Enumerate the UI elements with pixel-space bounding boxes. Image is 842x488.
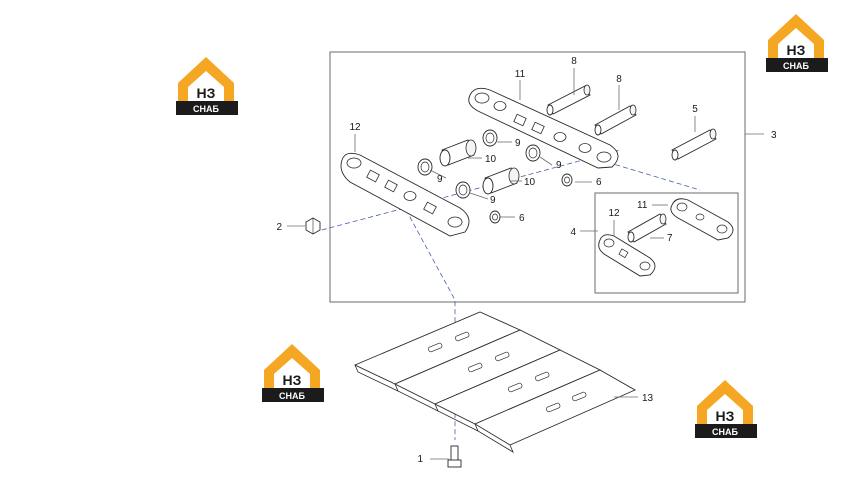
- callout-12a: 12: [349, 122, 361, 133]
- chain-link-12-inner: [598, 234, 656, 277]
- callout-8a: 8: [571, 56, 577, 67]
- callout-4: 4: [570, 227, 576, 238]
- chain-link-11: [468, 87, 619, 169]
- callout-5: 5: [692, 104, 698, 115]
- logo-caption: СНАБ: [279, 391, 305, 401]
- callout-6b: 6: [519, 213, 525, 224]
- callout-9a: 9: [515, 138, 521, 149]
- callout-13: 13: [642, 393, 654, 404]
- seal-ring-9: [482, 129, 498, 147]
- logo-mark: НЗ: [197, 85, 216, 101]
- leader-lines: [287, 68, 764, 460]
- assembly-axis-line: [313, 207, 456, 440]
- track-shoes-13: [353, 311, 636, 453]
- callout-3: 3: [771, 130, 777, 141]
- callout-7: 7: [667, 233, 673, 244]
- callout-8b: 8: [616, 74, 622, 85]
- logo-caption: СНАБ: [783, 61, 809, 71]
- callout-9c: 9: [437, 174, 443, 185]
- subassembly-frame: [594, 192, 739, 294]
- callout-2: 2: [276, 222, 282, 233]
- logo-mark: НЗ: [787, 42, 806, 58]
- callout-1: 1: [417, 454, 423, 465]
- spacer-6: [489, 210, 501, 224]
- brand-logo: НЗ СНАБ: [695, 380, 757, 438]
- pin-8: [594, 104, 637, 136]
- seal-ring-9: [525, 144, 541, 162]
- brand-logo: НЗ СНАБ: [766, 14, 828, 72]
- pin-8: [546, 84, 591, 116]
- assembly-axis-line: [599, 159, 701, 191]
- pin-7: [627, 213, 667, 243]
- chain-link-12: [340, 152, 470, 237]
- chain-link-11-inner: [670, 198, 734, 241]
- pin-5: [671, 128, 717, 161]
- logo-mark: НЗ: [716, 408, 735, 424]
- callout-9d: 9: [490, 195, 496, 206]
- callout-9b: 9: [556, 160, 562, 171]
- callout-6a: 6: [596, 177, 602, 188]
- logo-caption: СНАБ: [193, 104, 219, 114]
- callout-11a: 11: [515, 69, 526, 80]
- bushing-10: [439, 139, 477, 167]
- seal-ring-9: [417, 158, 433, 176]
- callout-12b: 12: [608, 208, 620, 219]
- logo-caption: СНАБ: [712, 427, 738, 437]
- callout-10a: 10: [485, 154, 497, 165]
- assembly-frame: [329, 51, 746, 303]
- bolt-1: [447, 445, 462, 468]
- brand-logo: НЗ СНАБ: [176, 57, 238, 115]
- callout-11b: 11: [637, 200, 648, 211]
- spacer-6: [561, 173, 573, 187]
- logo-mark: НЗ: [283, 372, 302, 388]
- callout-10b: 10: [524, 177, 536, 188]
- seal-ring-9: [455, 181, 471, 199]
- brand-logo: НЗ СНАБ: [262, 344, 324, 402]
- nut-2: [305, 217, 321, 235]
- bushing-10: [482, 167, 520, 195]
